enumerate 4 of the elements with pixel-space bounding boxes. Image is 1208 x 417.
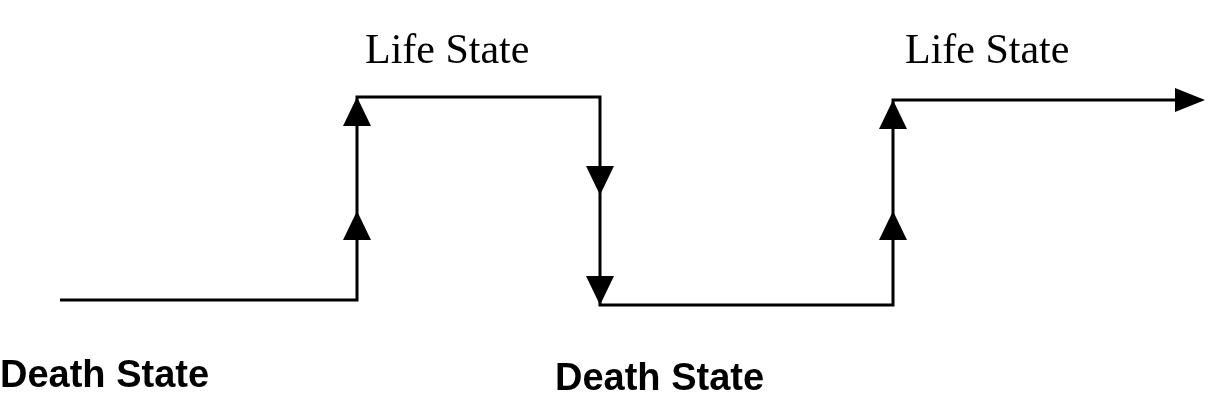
- state-label: Death State: [555, 358, 765, 396]
- state-label: Life State: [365, 28, 530, 70]
- state-label: Death State: [0, 355, 210, 393]
- state-label: Life State: [905, 28, 1070, 70]
